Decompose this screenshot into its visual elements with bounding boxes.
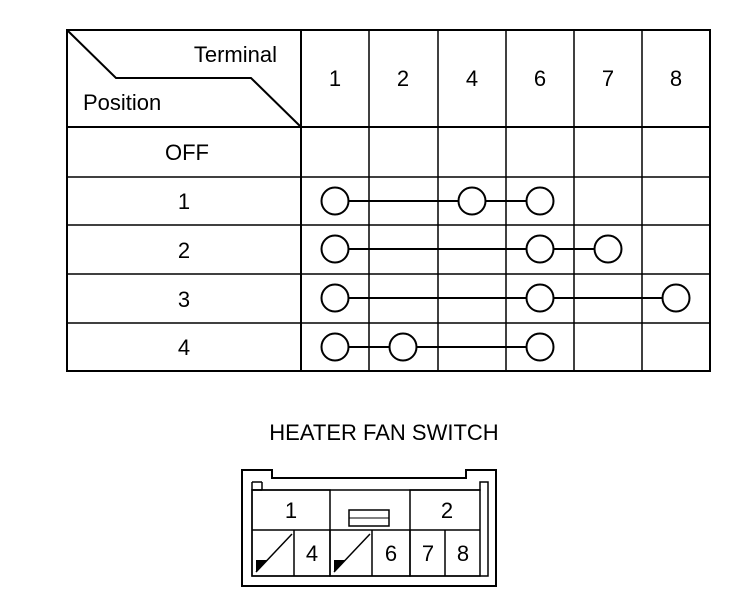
terminal-header-7: 7 xyxy=(602,66,614,91)
continuity-marks xyxy=(320,186,691,362)
terminal-header-2: 2 xyxy=(397,66,409,91)
terminal-header-8: 8 xyxy=(670,66,682,91)
connector-label-1: 1 xyxy=(285,498,297,523)
blank-cavity-fill xyxy=(256,560,268,572)
continuity-circle xyxy=(661,283,691,313)
position-label-2: 2 xyxy=(178,238,190,263)
connector-housing xyxy=(241,469,497,587)
connector-pin-7: 7 xyxy=(422,541,434,566)
connector-pin-6: 6 xyxy=(385,541,397,566)
position-label-1: 1 xyxy=(178,189,190,214)
position-label-3: 3 xyxy=(178,287,190,312)
terminal-header-1: 1 xyxy=(329,66,341,91)
connector-title: HEATER FAN SWITCH xyxy=(269,420,498,445)
connector-inner-frame xyxy=(251,481,489,577)
connector-label-2: 2 xyxy=(441,498,453,523)
continuity-circle xyxy=(525,283,555,313)
cavity-middle-block xyxy=(329,529,411,577)
header-position-label: Position xyxy=(83,90,161,115)
terminal-header-4: 4 xyxy=(466,66,478,91)
continuity-circle xyxy=(593,234,623,264)
continuity-circle xyxy=(320,186,350,216)
continuity-circle xyxy=(525,234,555,264)
continuity-circle xyxy=(388,332,418,362)
position-label-off: OFF xyxy=(165,140,209,165)
continuity-table xyxy=(66,29,711,372)
continuity-circle xyxy=(457,186,487,216)
continuity-circle xyxy=(320,234,350,264)
connector-pin-4: 4 xyxy=(306,541,318,566)
blank-cavity-fill xyxy=(334,560,346,572)
continuity-circle xyxy=(320,332,350,362)
header-terminal-label: Terminal xyxy=(194,42,277,67)
continuity-circle xyxy=(525,186,555,216)
terminal-header-6: 6 xyxy=(534,66,546,91)
continuity-circle xyxy=(525,332,555,362)
header-corner-diagonal xyxy=(66,29,302,128)
continuity-circle xyxy=(320,283,350,313)
table-frame xyxy=(66,29,711,372)
position-label-4: 4 xyxy=(178,335,190,360)
connector-face xyxy=(241,469,497,587)
connector-pin-8: 8 xyxy=(457,541,469,566)
